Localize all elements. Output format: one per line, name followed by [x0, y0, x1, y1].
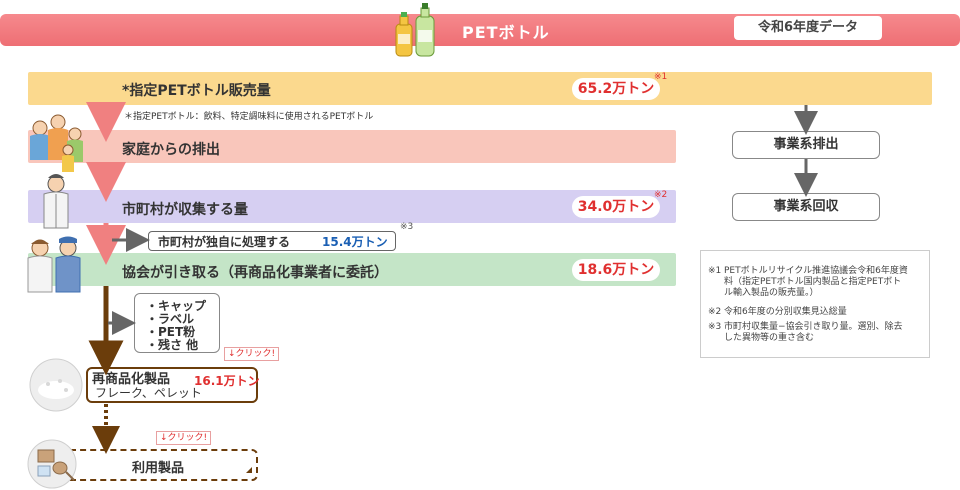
used-product-box[interactable] [64, 449, 258, 481]
expand-corner-icon [246, 467, 252, 473]
self-processing-label: 市町村が独自に処理する [158, 235, 291, 249]
household-label: 家庭からの排出 [122, 142, 220, 158]
sales-band [28, 72, 932, 105]
association-value: 18.6万トン [572, 259, 660, 281]
footnote-3-text: 市町村収集量−協会引き取り量。選別、除去した異物等の重さ含む [724, 322, 903, 343]
business-collection-box: 事業系回収 [732, 193, 880, 221]
footnote-2-text: 令和6年度の分別収集見込総量 [724, 307, 847, 317]
used-product-label: 利用製品 [132, 461, 185, 476]
residue-item-other: ・残さ 他 [146, 338, 199, 352]
footnotes-panel [700, 250, 930, 358]
products-icon [27, 439, 77, 489]
association-workers-icon [27, 236, 81, 293]
family-icon [30, 114, 83, 172]
used-product-click-tag[interactable]: ↓クリック! [156, 431, 212, 445]
municipal-value: 34.0万トン [572, 196, 660, 218]
flakes-icon [29, 358, 83, 412]
household-band [28, 130, 676, 163]
municipal-worker-icon [43, 174, 69, 229]
municipal-label: 市町村が収集する量 [122, 202, 248, 218]
municipal-band [28, 190, 676, 223]
self-processing-value: 15.4万トン [322, 235, 388, 249]
recycled-product-title: 再商品化製品 [92, 372, 171, 387]
pet-bottles-icon [395, 3, 435, 57]
municipal-note-mark: ※2 [654, 190, 668, 200]
recycled-product-value: 16.1万トン [194, 374, 260, 388]
residue-box [134, 293, 220, 353]
business-discharge-box: 事業系排出 [732, 131, 880, 159]
footnote-1-mark: ※1 [708, 266, 722, 276]
sales-value: 65.2万トン [572, 78, 660, 100]
residue-item-pet-powder: ・PET粉 [146, 325, 196, 339]
sales-note-mark: ※1 [654, 72, 668, 82]
footnote-2-mark: ※2 [708, 307, 722, 317]
footnote-1-text: PETボトルリサイクル推進協議会令和6年度資料（指定PETボトル国内製品と指定P… [724, 266, 908, 298]
residue-item-cap: ・キャップ [146, 299, 207, 313]
sales-label: *指定PETボトル販売量 [122, 83, 271, 99]
recycled-product-subtitle: フレーク、ペレット [95, 386, 202, 400]
page-title: PETボトル [462, 23, 550, 42]
association-label: 協会が引き取る（再商品化事業者に委託） [122, 265, 388, 281]
residue-item-label: ・ラベル [146, 312, 195, 326]
self-processing-note-mark: ※3 [400, 222, 414, 232]
pet-definition-note: ＊指定PETボトル：飲料、特定調味料に使用されるPETボトル [124, 112, 374, 122]
fiscal-year-badge: 令和6年度データ [734, 16, 882, 40]
recycled-product-click-tag[interactable]: ↓クリック! [224, 347, 280, 361]
footnote-3-mark: ※3 [708, 322, 722, 332]
association-band [28, 253, 676, 286]
